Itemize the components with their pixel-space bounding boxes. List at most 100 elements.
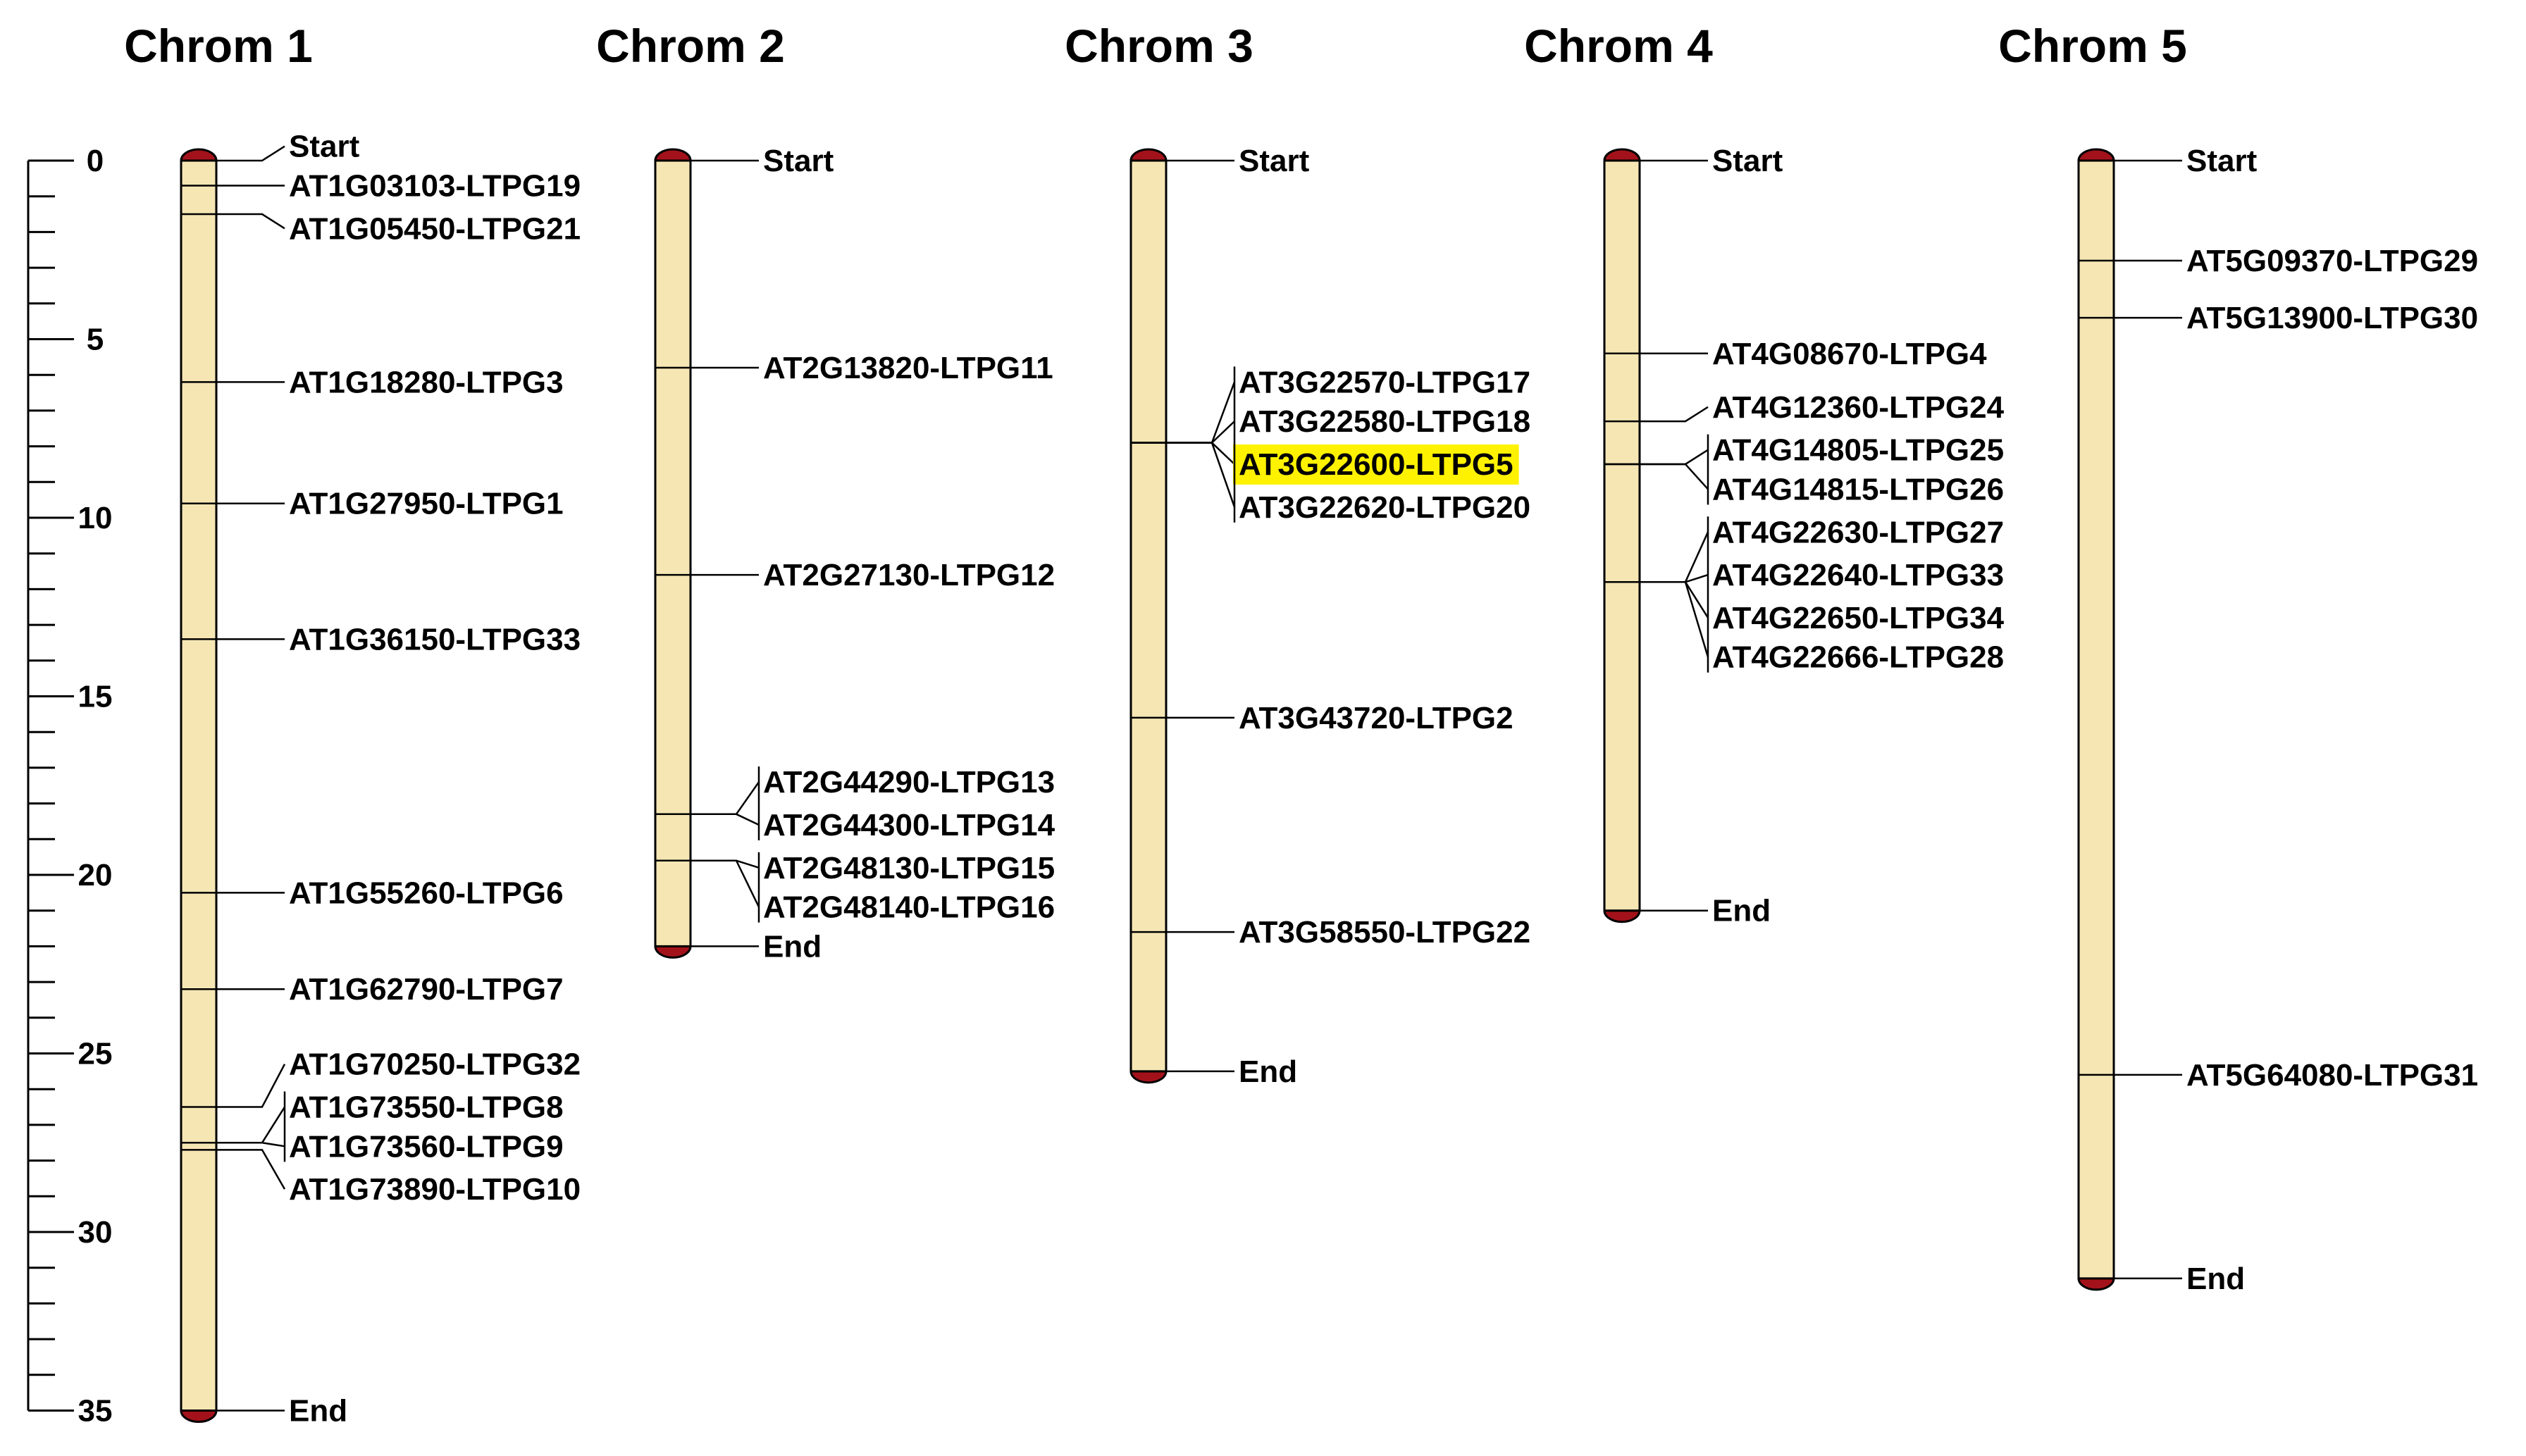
end-label: End: [2186, 1262, 2245, 1296]
scale-tick-label: 20: [78, 858, 113, 892]
gene-label: AT5G09370-LTPG29: [2186, 244, 2478, 278]
gene-marker: AT1G05450-LTPG21: [181, 211, 581, 246]
connector-line: [691, 781, 760, 816]
start-label: Start: [289, 130, 360, 164]
gene-label: AT4G22666-LTPG28: [1712, 640, 2004, 675]
start-label: Start: [2186, 144, 2258, 178]
gene-marker: AT4G22640-LTPG33: [1604, 558, 2004, 592]
gene-marker: AT3G22570-LTPG17: [1131, 365, 1530, 444]
gene-marker: AT1G62790-LTPG7: [181, 972, 564, 1007]
connector-line: [1640, 531, 1709, 583]
gene-marker: AT4G12360-LTPG24: [1604, 390, 2005, 425]
gene-label: AT1G73560-LTPG9: [289, 1129, 564, 1164]
gene-marker: AT3G22620-LTPG20: [1131, 442, 1530, 525]
connector-line: [1640, 581, 1709, 658]
telomere-top: [2077, 148, 2115, 162]
gene-marker: AT1G73550-LTPG8: [181, 1090, 564, 1144]
connector-line: [691, 859, 760, 908]
chromosome-1: Chrom 1StartAT1G03103-LTPG19AT1G05450-LT…: [124, 20, 581, 1429]
connector-line: [691, 813, 760, 826]
gene-marker: End: [1166, 1054, 1297, 1089]
gene-label: AT3G58550-LTPG22: [1239, 915, 1530, 950]
gene-label: AT2G44300-LTPG14: [763, 808, 1055, 842]
connector-line: [216, 1064, 286, 1108]
gene-marker: AT1G73560-LTPG9: [181, 1129, 564, 1164]
gene-marker: AT3G22580-LTPG18: [1131, 404, 1530, 444]
chromosome-body: [1129, 159, 1168, 1073]
gene-marker: AT2G27130-LTPG12: [655, 558, 1055, 592]
gene-label: AT2G27130-LTPG12: [763, 558, 1055, 592]
gene-label: AT1G73890-LTPG10: [289, 1172, 581, 1207]
scale-tick-label: 0: [87, 144, 104, 178]
start-label: Start: [1712, 144, 1783, 178]
gene-marker: AT4G14805-LTPG25: [1604, 433, 2004, 468]
gene-marker: Start: [216, 130, 360, 164]
gene-marker: AT1G03103-LTPG19: [181, 168, 581, 203]
gene-label: AT2G44290-LTPG13: [763, 765, 1055, 799]
gene-marker: AT4G08670-LTPG4: [1604, 337, 1987, 371]
gene-label: AT1G27950-LTPG1: [289, 487, 564, 521]
chromosome-title: Chrom 3: [1065, 20, 1253, 72]
gene-label: AT4G08670-LTPG4: [1712, 337, 1987, 371]
gene-marker: AT5G13900-LTPG30: [2079, 301, 2478, 335]
chromosome-body: [180, 159, 218, 1412]
gene-label: AT5G13900-LTPG30: [2186, 301, 2478, 335]
telomere-bottom: [1603, 909, 1641, 923]
gene-marker: Start: [1166, 144, 1310, 178]
gene-marker: AT1G70250-LTPG32: [181, 1047, 581, 1108]
gene-marker: AT5G09370-LTPG29: [2079, 244, 2478, 278]
gene-label: AT2G48130-LTPG15: [763, 851, 1055, 885]
end-label: End: [289, 1394, 347, 1429]
gene-marker: End: [691, 929, 822, 964]
connector-line: [1640, 406, 1709, 423]
gene-marker: Start: [691, 144, 834, 178]
connector-line: [1166, 442, 1236, 508]
connector-line: [1640, 449, 1709, 466]
gene-label: AT2G13820-LTPG11: [763, 351, 1053, 385]
scale-tick-label: 35: [78, 1394, 113, 1429]
telomere-bottom: [180, 1410, 218, 1423]
scale-tick-label: 5: [87, 323, 104, 357]
gene-marker: AT2G44300-LTPG14: [655, 808, 1055, 842]
gene-label: AT4G22650-LTPG34: [1712, 601, 2005, 635]
gene-label: AT1G73550-LTPG8: [289, 1090, 564, 1125]
gene-label: AT4G14815-LTPG26: [1712, 472, 2004, 506]
gene-label: AT4G14805-LTPG25: [1712, 433, 2004, 468]
telomere-top: [1603, 148, 1641, 162]
gene-label: AT3G22620-LTPG20: [1239, 490, 1530, 525]
telomere-top: [180, 148, 218, 162]
scale-tick-label: 25: [78, 1037, 113, 1071]
connector-line: [1640, 573, 1709, 583]
gene-marker: Start: [1640, 144, 1783, 178]
telomere-bottom: [654, 945, 692, 959]
chromosome-body: [654, 159, 692, 947]
gene-label: AT1G62790-LTPG7: [289, 972, 564, 1007]
gene-label: AT1G55260-LTPG6: [289, 876, 564, 910]
telomere-top: [654, 148, 692, 162]
gene-marker: AT2G48140-LTPG16: [655, 859, 1055, 925]
end-label: End: [763, 929, 822, 964]
connector-line: [216, 213, 285, 230]
scale-tick-label: 10: [78, 501, 113, 535]
connector-line: [691, 859, 760, 869]
gene-marker: AT4G14815-LTPG26: [1604, 463, 2004, 506]
gene-marker: AT4G22666-LTPG28: [1604, 581, 2004, 675]
gene-marker: AT2G13820-LTPG11: [655, 351, 1053, 385]
connector-line: [1166, 442, 1235, 465]
gene-marker: AT3G22600-LTPG5: [1131, 442, 1519, 485]
gene-label: AT3G22570-LTPG17: [1239, 365, 1530, 399]
gene-marker: AT2G48130-LTPG15: [655, 851, 1055, 885]
gene-marker: AT4G22630-LTPG27: [1604, 515, 2004, 583]
gene-marker: AT1G18280-LTPG3: [181, 365, 564, 399]
telomere-bottom: [1129, 1070, 1168, 1084]
connector-line: [216, 1149, 286, 1190]
start-label: Start: [1239, 144, 1310, 178]
chromosome-body: [2077, 159, 2115, 1280]
connector-line: [216, 145, 285, 162]
gene-label: AT1G18280-LTPG3: [289, 365, 564, 399]
scale-tick-label: 15: [78, 680, 113, 714]
gene-marker: AT1G55260-LTPG6: [181, 876, 564, 910]
